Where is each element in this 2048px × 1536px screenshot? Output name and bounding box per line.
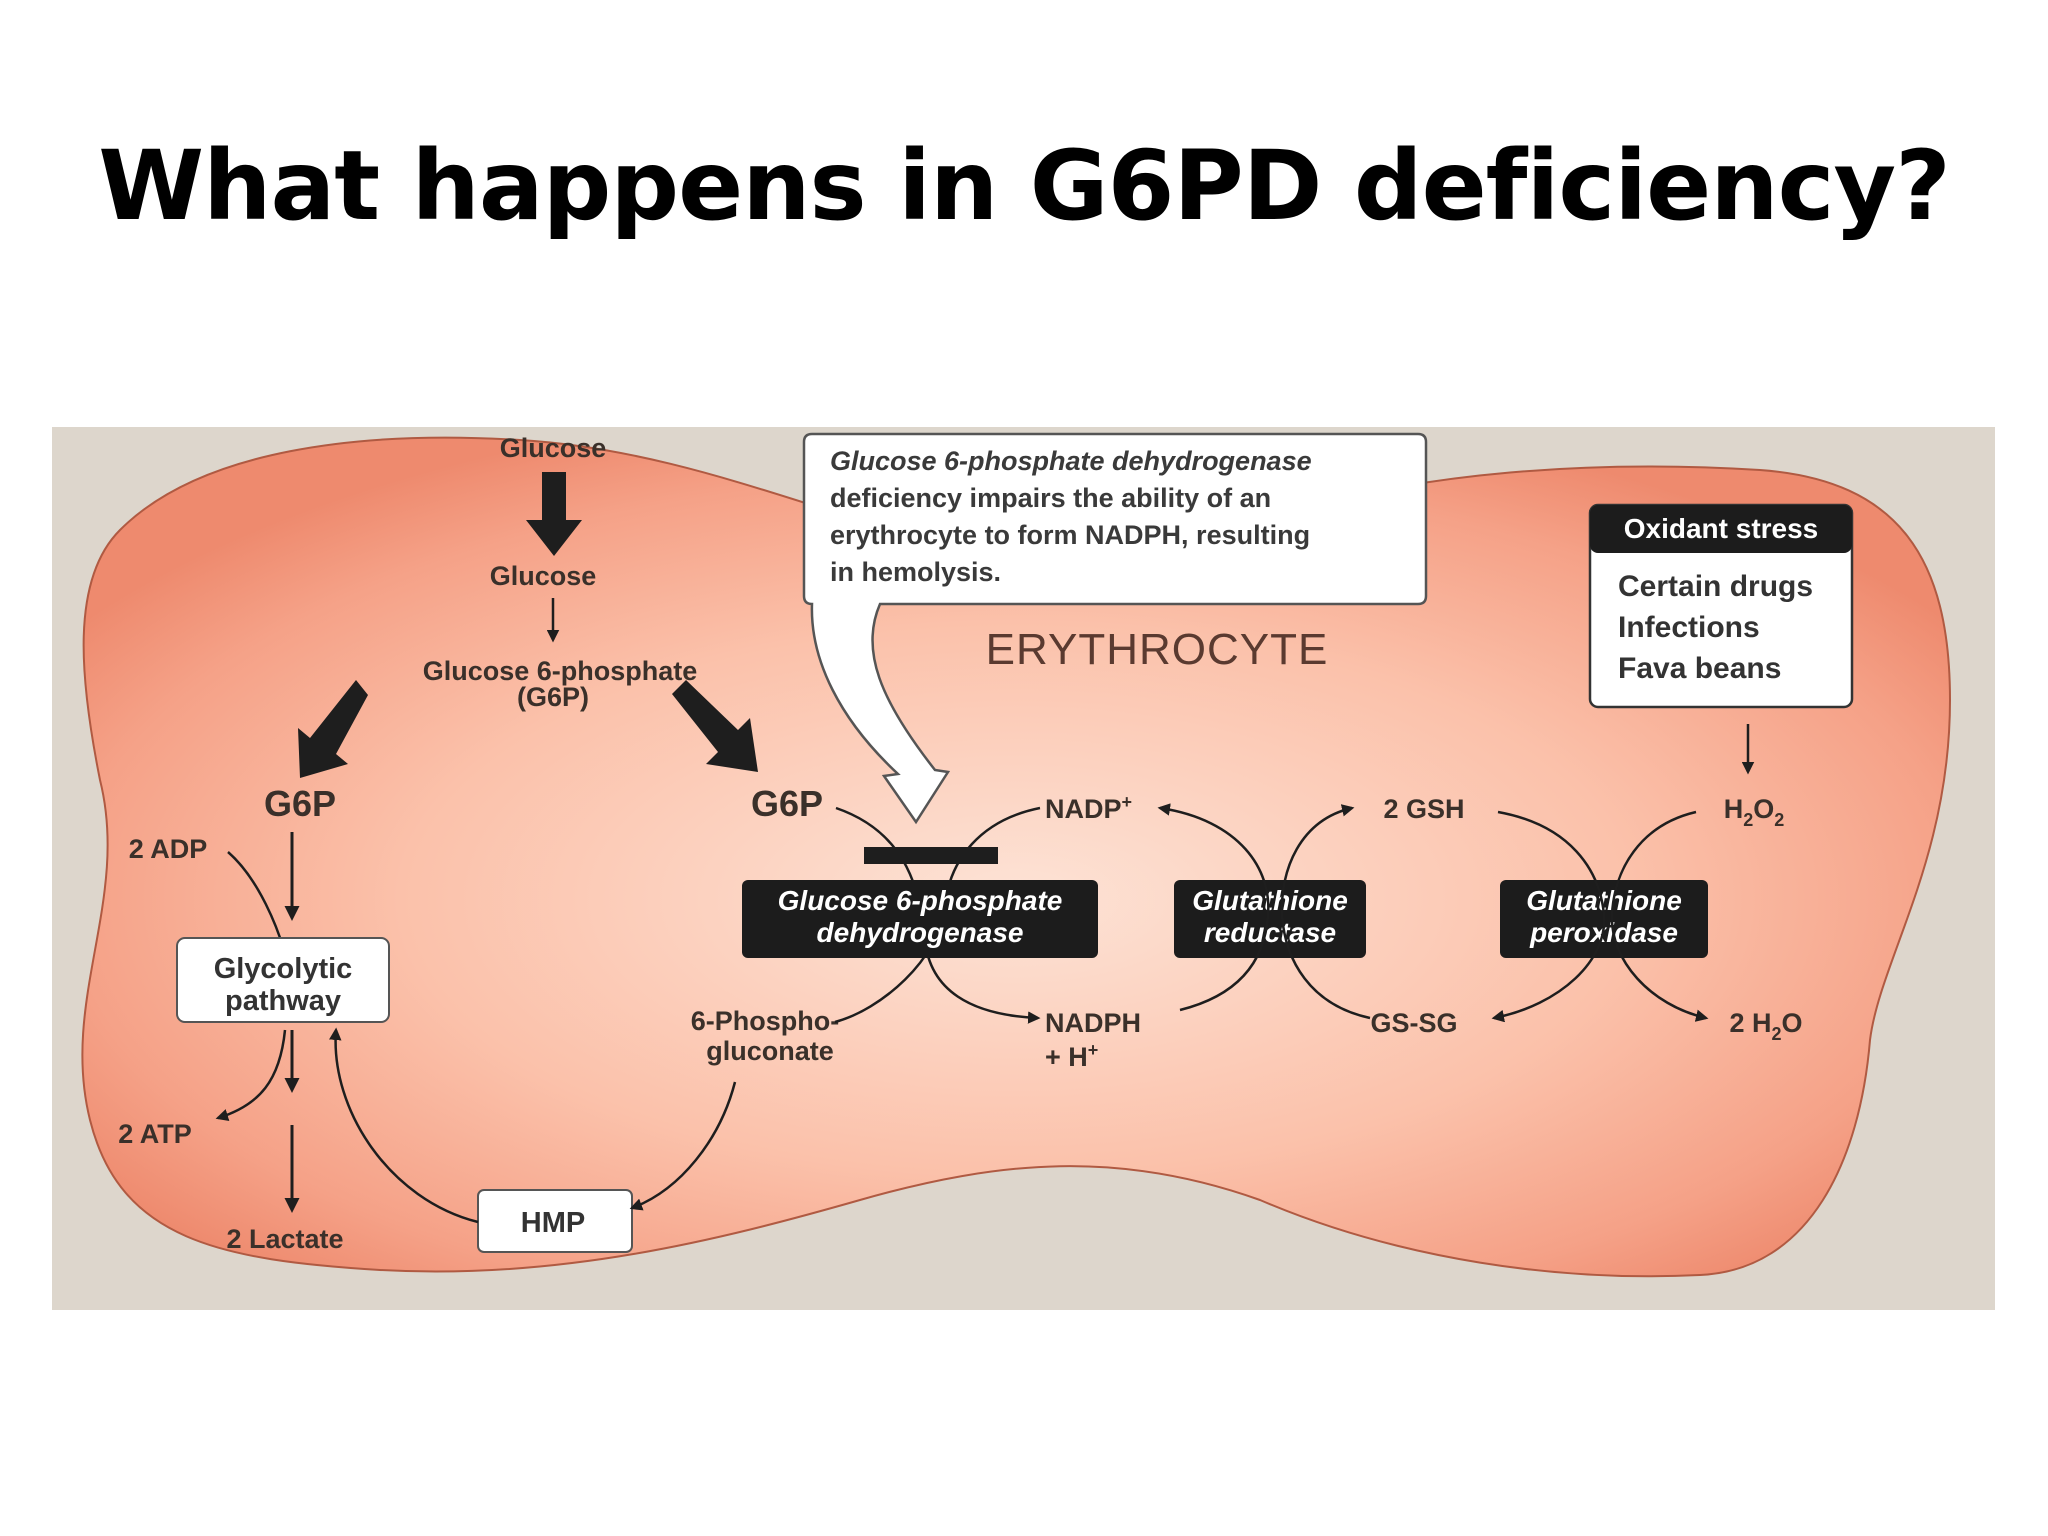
thick-arrow-to-glycolysis: [298, 680, 368, 778]
enzyme-block-bar: [864, 847, 998, 864]
g6pd-enzyme-box: [742, 880, 1098, 958]
g6pd-line2: dehydrogenase: [817, 917, 1024, 948]
glucose-inside-label: Glucose: [490, 561, 597, 591]
glutathione-reductase-box: [1174, 880, 1366, 958]
glycolytic-line2: pathway: [225, 985, 341, 1017]
oxidant-item-infections: Infections: [1618, 611, 1760, 644]
nadph-line2: + H+: [1045, 1040, 1098, 1072]
gsh-label: 2 GSH: [1383, 794, 1464, 824]
g6pd-line1: Glucose 6-phosphate: [778, 885, 1063, 916]
oxidant-item-fava: Fava beans: [1618, 652, 1781, 685]
callout-line3: erythrocyte to form NADPH, resulting: [830, 520, 1310, 550]
glycolytic-line1: Glycolytic: [214, 953, 353, 985]
phosphogluconate-line2: gluconate: [706, 1036, 834, 1066]
g6p-right-label: G6P: [751, 783, 823, 824]
hmp-label: HMP: [521, 1207, 585, 1239]
lactate-label: 2 Lactate: [226, 1224, 343, 1254]
oxidant-stress-header: Oxidant stress: [1624, 513, 1819, 544]
thick-arrow-to-hmp: [672, 680, 758, 772]
phosphogluconate-to-hmp-curve: [629, 1081, 737, 1211]
glucose-outside-label: Glucose: [500, 433, 607, 463]
glucose-transport-arrow: [526, 472, 582, 556]
oxidant-item-drugs: Certain drugs: [1618, 570, 1813, 603]
glycolytic-pathway-box: [176, 937, 390, 1023]
callout-bubble: [802, 432, 1428, 825]
gr-cross-gssg: [1280, 804, 1371, 1020]
g6p-full-label: Glucose 6-phosphate: [423, 656, 698, 686]
g6p-abbr-label: (G6P): [517, 682, 589, 712]
atp-curve: [215, 1029, 287, 1122]
callout-line4: in hemolysis.: [830, 557, 1001, 587]
gp-cross-gsh: [1491, 810, 1606, 1023]
oxidant-stress-header-bg: [1590, 505, 1852, 553]
h2o-label: 2 H2O: [1729, 1008, 1802, 1044]
atp-label: 2 ATP: [118, 1119, 192, 1149]
gp-cross-h2o2: [1610, 810, 1709, 1022]
callout-line2: deficiency impairs the ability of an: [830, 483, 1271, 513]
gr-line1: Glutathione: [1192, 885, 1348, 916]
callout-line1: Glucose 6-phosphate dehydrogenase: [830, 446, 1312, 476]
slide-title: What happens in G6PD deficiency?: [98, 130, 1951, 242]
gr-cross-nadph: [1157, 803, 1270, 1012]
phosphogluconate-line1: 6-Phospho-: [691, 1006, 840, 1036]
nadp-label: NADP+: [1045, 792, 1132, 824]
g6p-left-label: G6P: [264, 783, 336, 824]
h2o2-label: H2O2: [1724, 794, 1785, 830]
adp-label: 2 ADP: [129, 834, 208, 864]
gr-line2: reductase: [1204, 917, 1336, 948]
erythrocyte-label: ERYTHROCYTE: [986, 625, 1329, 674]
hmp-return-curve: [329, 1027, 479, 1224]
gssg-label: GS-SG: [1370, 1008, 1457, 1038]
nadph-line1: NADPH: [1045, 1008, 1141, 1038]
